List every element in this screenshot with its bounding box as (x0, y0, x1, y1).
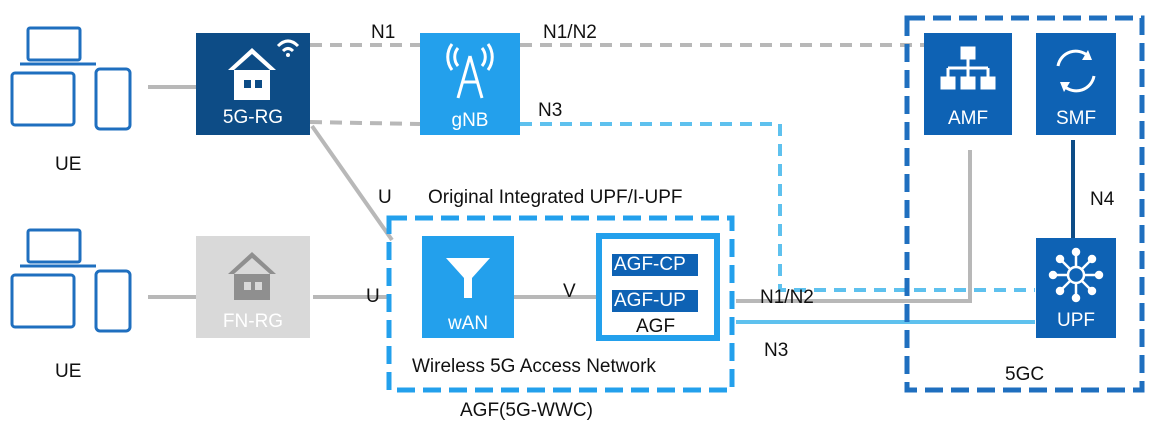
agf-cp-tag: AGF-CP (612, 254, 698, 276)
region-iupf-label: Original Integrated UPF/I-UPF (428, 187, 683, 208)
link-n1-n2-mid-label: N1/N2 (760, 287, 814, 308)
node-agf (596, 233, 720, 341)
link-n3-bottom-label: N3 (764, 340, 789, 361)
node-5g-rg-label: 5G-RG (222, 107, 284, 128)
node-gnb (420, 33, 520, 135)
ue-devices-bottom-icon (10, 228, 132, 333)
network-hub-icon (1048, 247, 1104, 303)
ue-bottom-label: UE (55, 361, 82, 382)
link-5grg-gnb-n3 (309, 120, 421, 126)
agf-up-tag: AGF-UP (612, 290, 698, 312)
ue-top-label: UE (55, 154, 82, 175)
house-wifi-icon (228, 39, 300, 100)
region-agf-wwc (386, 215, 735, 393)
node-wan-label: wAN (447, 313, 489, 334)
agf-label: AGF (636, 316, 676, 337)
region-w5gan-label: Wireless 5G Access Network (412, 356, 656, 377)
region-agf-wwc-label: AGF(5G-WWC) (460, 400, 593, 421)
funnel-icon (446, 258, 490, 298)
region-5gc-label: 5GC (1005, 364, 1045, 385)
refresh-cycle-icon (1056, 49, 1096, 93)
link-n4-label: N4 (1090, 189, 1115, 210)
region-5gc (904, 15, 1145, 393)
link-5grg-to-agf-u (310, 124, 394, 242)
antenna-tower-icon (446, 43, 494, 99)
link-agf-amf-n1n2 (736, 150, 972, 303)
node-fn-rg-label: FN-RG (222, 311, 284, 332)
link-u-top-label: U (378, 187, 392, 208)
link-v-label: V (563, 281, 576, 302)
link-n3-top-label: N3 (538, 100, 563, 121)
house-icon (228, 252, 276, 300)
node-amf-label: AMF (947, 108, 989, 129)
connection-lines (148, 43, 1075, 324)
link-n1-label: N1 (371, 22, 396, 43)
node-gnb-label: gNB (451, 110, 489, 131)
link-u-bottom-label: U (366, 286, 380, 307)
link-gnb-upf-n3 (520, 122, 1035, 292)
ue-devices-top-icon (10, 26, 132, 131)
node-upf-label: UPF (1057, 310, 1095, 331)
hierarchy-icon (940, 46, 996, 90)
node-smf-label: SMF (1055, 108, 1097, 129)
link-n1-n2-top-label: N1/N2 (543, 22, 597, 43)
